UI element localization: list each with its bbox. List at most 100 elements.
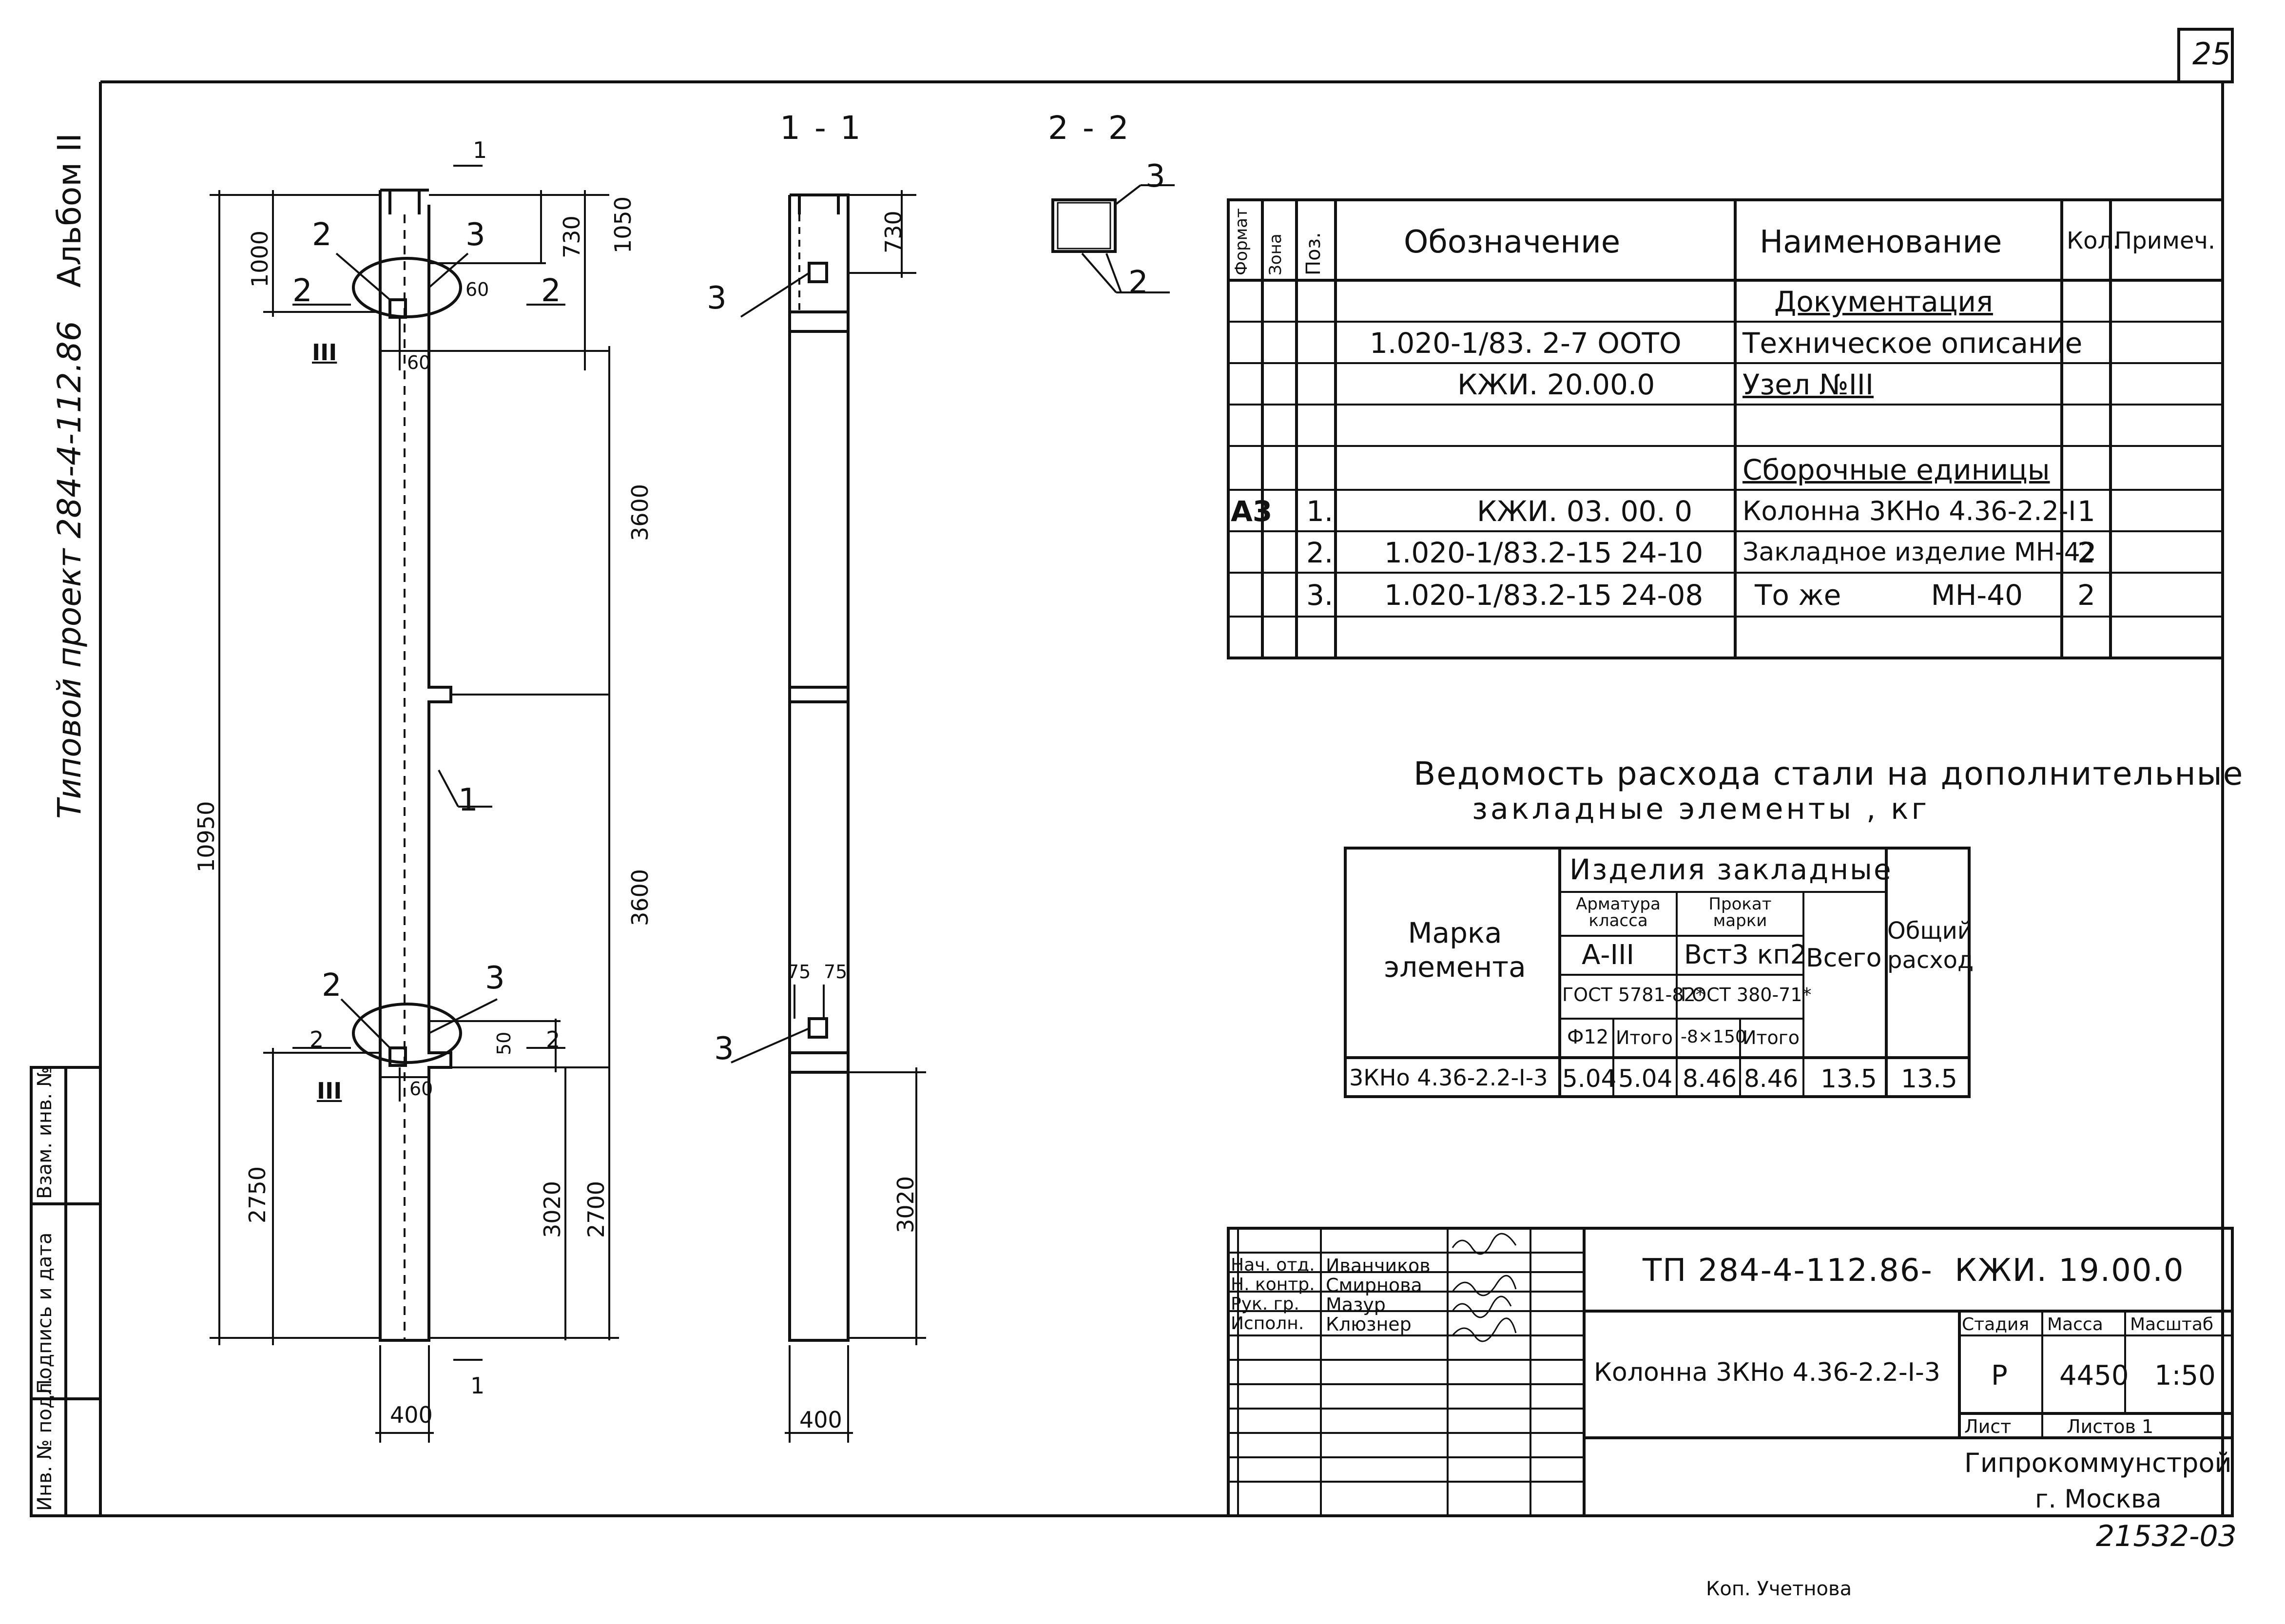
- node-label-bottom: III: [317, 1078, 342, 1104]
- spec-row5-pos: 3.: [1306, 579, 1334, 612]
- spec-row1-name: Техническое описание: [1743, 327, 2083, 360]
- cut-2-top-right-label: 2: [541, 273, 561, 309]
- steel-header-f12: Ф12: [1567, 1026, 1609, 1048]
- steel-row-itogo2: 8.46: [1744, 1064, 1799, 1093]
- pos-label-2-top: 2: [312, 217, 332, 253]
- steel-row-f12: 5.04: [1562, 1064, 1617, 1093]
- spec-row1-designation: 1.020-1/83. 2-7 ООТО: [1370, 327, 1682, 360]
- dim-1050: 1050: [610, 196, 636, 253]
- tb-role-2: Н. контр.: [1231, 1275, 1315, 1295]
- tb-name-2: Смирнова: [1326, 1275, 1422, 1296]
- tb-stage: Р: [1991, 1360, 2008, 1392]
- dim-s1-75a: 75: [787, 961, 811, 983]
- tb-header-scale: Масштаб: [2130, 1315, 2214, 1334]
- steel-header-vst: Вст3 кп2: [1684, 939, 1807, 970]
- tb-element-name: Колонна 3КНо 4.36-2.2-I-3: [1594, 1358, 1940, 1387]
- tb-header-stage: Стадия: [1962, 1315, 2030, 1334]
- steel-header-strip: -8×150: [1681, 1027, 1746, 1047]
- dim-10950: 10950: [193, 801, 219, 872]
- project-label: Типовой проект 284-4-112.86: [51, 321, 88, 819]
- album-label: Альбом II: [51, 133, 88, 288]
- spec-header-pos: Поз.: [1302, 232, 1325, 275]
- dim-400-main: 400: [390, 1402, 433, 1428]
- cut-1-top-label: 1: [473, 137, 487, 163]
- spec-row3-designation: КЖИ. 03. 00. 0: [1477, 495, 1693, 528]
- pos-label-3-section2: 3: [1145, 158, 1165, 194]
- spec-row4-designation: 1.020-1/83.2-15 24-10: [1384, 536, 1704, 569]
- tb-name-1: Иванчиков: [1326, 1255, 1431, 1276]
- tb-organization: Гипрокоммунстрой: [1964, 1448, 2232, 1478]
- steel-row-mark: 3КНо 4.36-2.2-I-3: [1349, 1064, 1548, 1091]
- spec-row5-qty: 2: [2077, 579, 2095, 612]
- section-1-title: 1 - 1: [780, 109, 863, 147]
- steel-title-line2: закладные элементы , кг: [1472, 792, 1930, 826]
- dim-3020: 3020: [539, 1180, 565, 1238]
- tb-role-4: Исполн.: [1231, 1314, 1304, 1334]
- dim-1000: 1000: [247, 230, 273, 288]
- steel-header-gost2: ГОСТ 380-71*: [1681, 984, 1812, 1005]
- dim-s1-75b: 75: [824, 961, 848, 983]
- tb-sheet: Лист: [1964, 1416, 2012, 1437]
- tb-document-code: ТП 284-4-112.86- КЖИ. 19.00.0: [1643, 1253, 2185, 1289]
- stamp-inventory: Инв. № подл.: [34, 1376, 56, 1511]
- steel-header-prokat: Прокат марки: [1708, 894, 1772, 930]
- tb-role-3: Рук. гр.: [1231, 1294, 1299, 1314]
- spec-header-format: Формат: [1232, 208, 1251, 275]
- spec-row4-name: Закладное изделие МН-42: [1743, 538, 2096, 567]
- pos-label-3-section1-bottom: 3: [714, 1031, 734, 1067]
- pos-label-3-section1-top: 3: [707, 280, 727, 316]
- pos-label-2-section2: 2: [1128, 265, 1148, 301]
- tb-name-4: Клюзнер: [1326, 1314, 1412, 1335]
- dim-60-top-right: 60: [465, 279, 489, 300]
- steel-header-itogo1: Итого: [1616, 1027, 1673, 1048]
- spec-row3-name: Колонна 3КНо 4.36-2.2-I: [1743, 496, 2076, 526]
- tb-city: г. Москва: [2035, 1485, 2162, 1514]
- signature-marks: [1452, 1233, 1517, 1342]
- spec-row2-name: Узел №III: [1743, 368, 1874, 401]
- spec-row3-pos: 1.: [1306, 495, 1334, 528]
- spec-header-designation: Обозначение: [1404, 224, 1621, 260]
- spec-section-units: Сборочные единицы: [1743, 453, 2050, 486]
- dim-s1-3020: 3020: [892, 1176, 919, 1233]
- spec-row5-designation: 1.020-1/83.2-15 24-08: [1384, 579, 1704, 612]
- stamp-signature: Подпись и дата: [34, 1232, 56, 1394]
- spec-row4-pos: 2.: [1306, 536, 1334, 569]
- spec-row3-qty: 1: [2077, 495, 2095, 528]
- section-2-title: 2 - 2: [1048, 109, 1131, 147]
- pos-label-3-bottom: 3: [485, 960, 505, 996]
- tb-role-1: Нач. отд.: [1231, 1255, 1315, 1275]
- steel-header-armat: Арматура класса: [1576, 894, 1661, 930]
- footer-note: Коп. Учетнова: [1706, 1578, 1852, 1600]
- spec-row2-designation: КЖИ. 20.00.0: [1457, 368, 1655, 401]
- steel-header-gost1: ГОСТ 5781-82*: [1562, 984, 1705, 1005]
- dim-2750: 2750: [244, 1166, 271, 1223]
- dim-400-section: 400: [799, 1407, 842, 1433]
- dim-50: 50: [493, 1031, 515, 1055]
- cut-2-bottom-left-label: 2: [310, 1026, 324, 1053]
- cut-1-bottom-label: 1: [470, 1373, 485, 1399]
- inventory-number: 21532-03: [2096, 1519, 2237, 1553]
- dim-3600-lower: 3600: [627, 869, 653, 926]
- tb-name-3: Мазур: [1326, 1294, 1386, 1315]
- dim-60-top-left: 60: [407, 352, 431, 373]
- tb-sheets: Листов 1: [2067, 1416, 2154, 1437]
- spec-header-note: Примеч.: [2114, 227, 2216, 254]
- dim-s1-730: 730: [880, 211, 907, 253]
- pos-label-2-bottom: 2: [322, 967, 342, 1004]
- page-number: 25: [2192, 36, 2231, 72]
- steel-header-general: Общий расход: [1887, 917, 1974, 974]
- steel-header-items: Изделия закладные: [1569, 853, 1893, 886]
- spec-header-zone: Зона: [1266, 233, 1285, 275]
- spec-header-name: Наименование: [1760, 224, 2002, 260]
- steel-header-itogo2: Итого: [1743, 1027, 1800, 1048]
- steel-row-general: 13.5: [1901, 1064, 1957, 1094]
- tb-mass: 4450: [2059, 1360, 2129, 1392]
- steel-row-total: 13.5: [1820, 1064, 1877, 1094]
- tb-header-mass: Масса: [2047, 1315, 2103, 1334]
- spec-section-docs: Документация: [1774, 285, 1993, 318]
- steel-title-line1: Ведомость расхода стали на дополнительны…: [1414, 755, 2244, 793]
- steel-header-a3: А-III: [1582, 939, 1635, 971]
- spec-header-qty: Кол.: [2067, 227, 2120, 254]
- spec-row5-name: То же МН-40: [1755, 579, 2023, 612]
